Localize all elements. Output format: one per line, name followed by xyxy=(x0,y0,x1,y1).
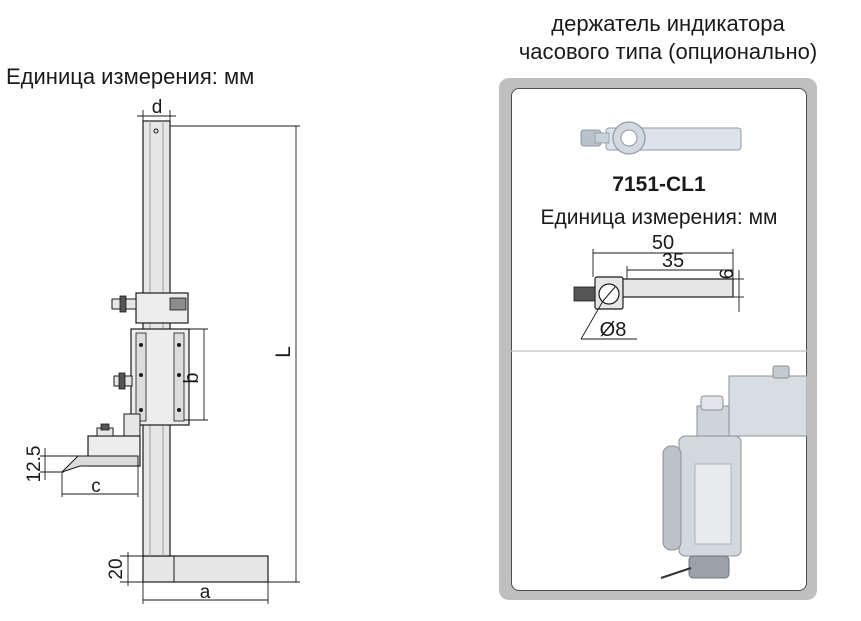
clamp-knob xyxy=(169,297,187,311)
holder-mounted-photo xyxy=(660,365,807,579)
dim-dia8-label: Ø8 xyxy=(600,319,627,341)
dim-12-5-label: 12.5 xyxy=(24,446,45,483)
dim-d-label: d xyxy=(152,97,163,118)
dim-a-label: a xyxy=(200,582,211,603)
holder-screw xyxy=(573,286,596,302)
dim-b-label: b xyxy=(181,372,203,383)
holder-card xyxy=(511,88,807,591)
holder-arm xyxy=(614,278,734,298)
scriber-arm xyxy=(123,413,141,439)
dim-6-label: 6 xyxy=(717,269,738,280)
holder-caption-line2: часового типа (опционально) xyxy=(518,39,818,64)
holder-technical-drawing: 50 35 6 Ø8 xyxy=(511,232,807,579)
dim-c-label: c xyxy=(91,476,101,497)
dim-50-label: 50 xyxy=(652,232,674,254)
holder-caption-line1: держатель индикатора xyxy=(551,11,785,36)
model-number: 7151-CL1 xyxy=(612,173,706,196)
holder-illustrations xyxy=(580,121,742,155)
dim-20-label: 20 xyxy=(106,558,127,579)
unit-label: Единица измерения: мм xyxy=(6,64,255,89)
height-gauge-drawing: d L b 12.5 c 20 a xyxy=(24,97,300,604)
scriber xyxy=(61,455,139,473)
dim-L-label: L xyxy=(272,346,295,358)
holder-unit-label: Единица измерения: мм xyxy=(540,206,778,229)
gauge-base xyxy=(142,555,269,583)
holder-caption: держатель индикатора часового типа (опци… xyxy=(498,10,838,66)
beam-hole xyxy=(153,128,159,134)
dim-35-label: 35 xyxy=(662,250,684,272)
holder-product-image xyxy=(580,121,742,155)
